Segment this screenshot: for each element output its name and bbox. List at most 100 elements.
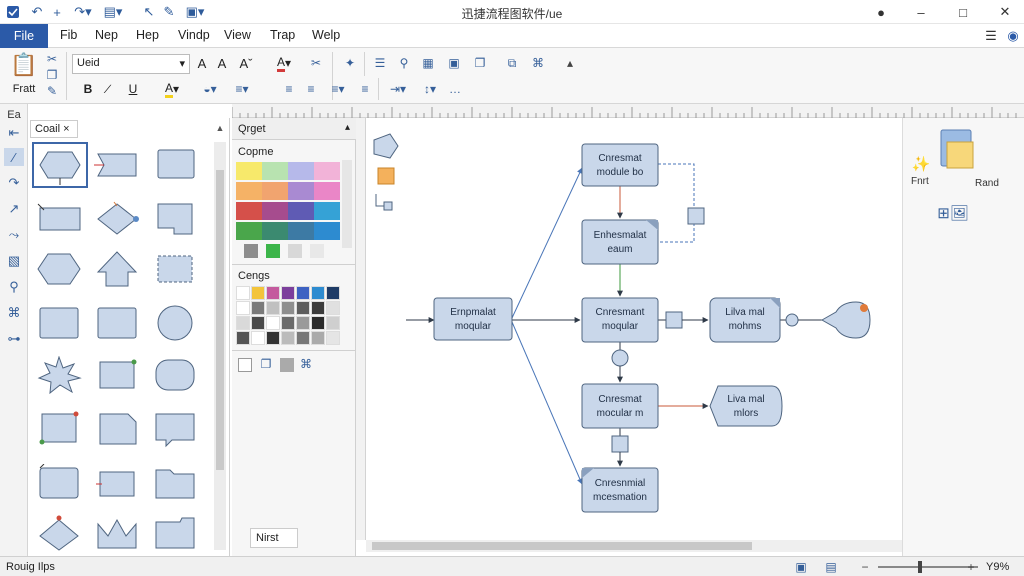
menu-item[interactable]: Nep — [95, 28, 118, 42]
color-swatch[interactable] — [281, 301, 295, 315]
justify-icon[interactable]: ≡ — [361, 82, 369, 96]
close-tab-icon[interactable]: × — [63, 123, 70, 135]
shape-star[interactable] — [36, 355, 82, 395]
undo-icon[interactable]: ↶ — [31, 4, 43, 19]
menu-item[interactable]: Hep — [136, 28, 159, 42]
paste-icon[interactable]: 📋 — [10, 52, 38, 77]
shape-rounded[interactable] — [152, 356, 198, 394]
spacing-icon[interactable]: ↕▾ — [423, 82, 437, 96]
curve-tool-icon[interactable]: ↷ — [8, 175, 20, 190]
highlight-icon[interactable]: A▾ — [164, 80, 180, 98]
shape-hexagon-selected[interactable] — [32, 142, 88, 188]
color-swatch[interactable] — [236, 331, 250, 345]
shape-step[interactable] — [152, 200, 198, 238]
junction-box[interactable] — [665, 311, 683, 329]
color-swatch[interactable] — [311, 301, 325, 315]
connector-icon[interactable]: ⌘ — [532, 56, 544, 70]
color-swatch[interactable] — [326, 301, 340, 315]
font-name-select[interactable]: Ueid▾ — [72, 54, 190, 74]
menu-item[interactable]: Fib — [60, 28, 78, 42]
color-swatch[interactable] — [296, 331, 310, 345]
shape-callout[interactable] — [152, 410, 198, 448]
page-thumbnail-icon[interactable] — [937, 128, 977, 172]
cut-icon[interactable]: ✂ — [46, 52, 58, 66]
color-swatch[interactable] — [281, 286, 295, 300]
collapse-ribbon-icon[interactable]: ▴ — [566, 56, 574, 70]
help-circle-icon[interactable]: ● — [877, 4, 885, 20]
shape-tag[interactable] — [36, 200, 82, 238]
shape-note[interactable] — [94, 410, 140, 448]
shape-circle[interactable] — [152, 304, 198, 342]
palette-scrollbar[interactable] — [342, 160, 352, 248]
color-swatch[interactable] — [314, 222, 340, 240]
underline-button[interactable]: U — [128, 82, 138, 96]
zoom-in-icon[interactable]: + — [967, 560, 975, 574]
style-icon[interactable]: ✦ — [344, 56, 356, 70]
search-icon[interactable]: ⚲ — [399, 56, 409, 70]
edit-icon[interactable]: ✎ — [163, 4, 175, 19]
list-icon[interactable]: ☰ — [374, 56, 386, 70]
color-swatch[interactable] — [236, 286, 250, 300]
pointer-icon[interactable]: ↖ — [143, 4, 155, 19]
color-swatch[interactable] — [266, 331, 280, 345]
save-icon[interactable]: ▤▾ — [103, 4, 123, 19]
color-swatch[interactable] — [288, 222, 314, 240]
fit-page-icon[interactable]: ▤ — [825, 560, 837, 574]
shape-document[interactable] — [36, 463, 82, 502]
shape-diamond-2[interactable] — [36, 514, 82, 552]
add-icon[interactable]: + — [53, 4, 61, 20]
align-center-icon[interactable]: ≡ — [307, 82, 315, 96]
color-swatch[interactable] — [266, 316, 280, 330]
shape-arrow-up[interactable] — [94, 250, 140, 288]
zoom-out-icon[interactable]: − — [861, 560, 869, 574]
minimize-icon[interactable]: – — [917, 4, 925, 20]
junction-box[interactable] — [687, 207, 705, 225]
menu-item[interactable]: Welp — [312, 28, 341, 42]
canvas-hscrollbar[interactable] — [366, 540, 902, 552]
line-tool-icon[interactable]: ∕ — [4, 148, 24, 166]
shape-crown[interactable] — [94, 514, 140, 552]
paste-label[interactable]: Fratt — [12, 83, 36, 95]
shape-rect-handles[interactable] — [94, 356, 140, 394]
bold-button[interactable]: B — [83, 82, 93, 96]
collapse-icon[interactable]: ▴ — [344, 122, 350, 133]
color-swatch[interactable] — [326, 286, 340, 300]
shape-square-2[interactable] — [94, 304, 140, 342]
color-swatch[interactable] — [296, 316, 310, 330]
color-swatch[interactable] — [236, 316, 250, 330]
zoom-slider-thumb[interactable] — [918, 561, 922, 573]
shape-diamond[interactable] — [94, 200, 140, 238]
shape-tab-shape[interactable] — [152, 514, 198, 552]
color-swatch[interactable] — [266, 244, 280, 258]
color-swatch[interactable] — [251, 316, 265, 330]
insert-image-icon[interactable]: ⊞🖼 — [937, 205, 969, 222]
shapes-scroll-thumb[interactable] — [216, 170, 224, 470]
image-tool-icon[interactable]: ▧ — [7, 253, 21, 268]
connector-tool-icon[interactable]: ↗ — [8, 201, 20, 216]
end-shape[interactable] — [820, 301, 871, 339]
color-swatch[interactable] — [281, 316, 295, 330]
color-swatch[interactable] — [311, 286, 325, 300]
color-swatch[interactable] — [314, 202, 340, 220]
mini-shape[interactable] — [373, 133, 399, 159]
customize-icon[interactable]: ▣▾ — [185, 4, 205, 19]
color-swatch[interactable] — [288, 244, 302, 258]
color-swatch[interactable] — [244, 244, 258, 258]
color-swatch[interactable] — [314, 162, 340, 180]
color-swatch[interactable] — [326, 316, 340, 330]
color-swatch[interactable] — [236, 202, 262, 220]
color-swatch[interactable] — [296, 301, 310, 315]
scroll-up-icon[interactable]: ▲ — [215, 123, 225, 133]
no-fill-swatch[interactable] — [238, 358, 252, 372]
layout-tool-icon[interactable]: ⊶ — [7, 331, 21, 346]
color-swatch[interactable] — [262, 162, 288, 180]
network-tool-icon[interactable]: ⌘ — [7, 305, 21, 320]
color-swatch[interactable] — [288, 182, 314, 200]
grow-font-button[interactable]: A — [197, 55, 207, 71]
color-swatch[interactable] — [296, 286, 310, 300]
